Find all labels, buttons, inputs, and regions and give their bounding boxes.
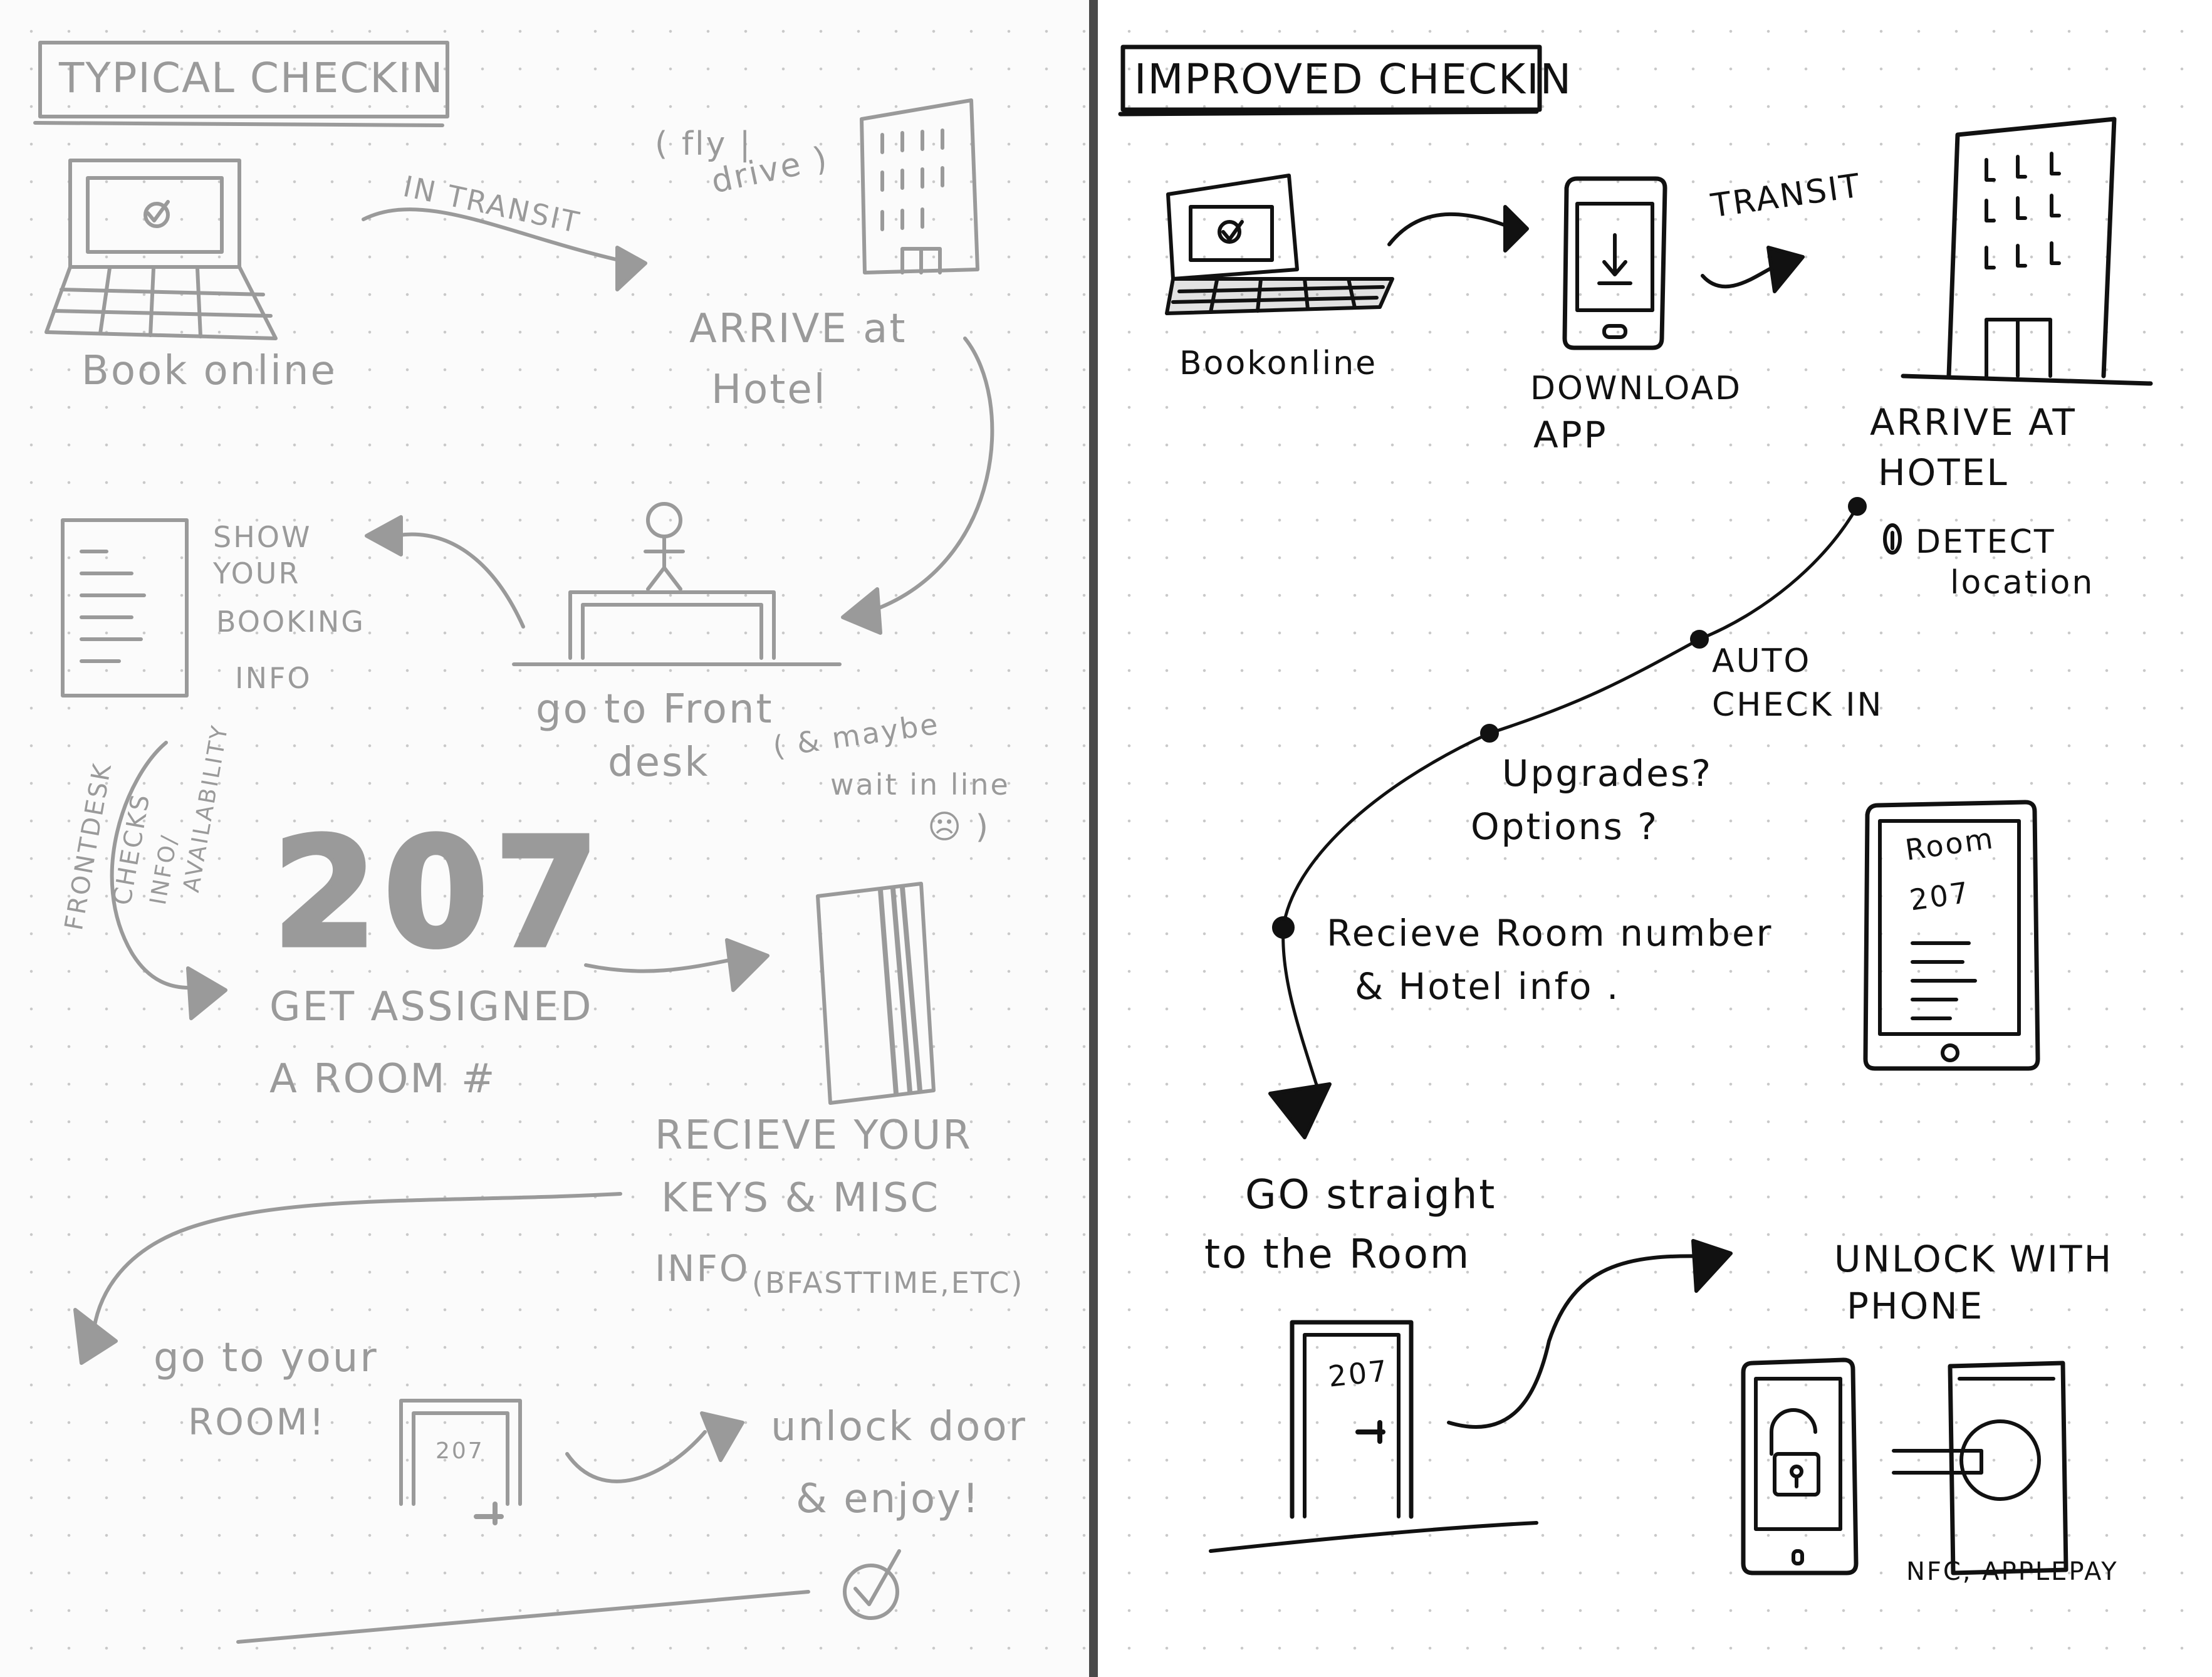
arrive-hotel-label-2: HOTEL xyxy=(1878,451,2009,494)
maybe-wait-label-3: ☹ ) xyxy=(927,808,991,846)
arrive-hotel-label-1: ARRIVE AT xyxy=(1870,401,2077,444)
title-box xyxy=(1118,44,1542,117)
show-booking-label-4: INFO xyxy=(235,661,312,695)
dot-grid xyxy=(0,0,1089,1677)
go-straight-label-2: to the Room xyxy=(1204,1231,1471,1278)
door-to-unlock-arrow xyxy=(565,1411,744,1483)
download-app-label-1: DOWNLOAD xyxy=(1530,370,1743,407)
ground-line xyxy=(236,1590,810,1644)
key-booklet-icon xyxy=(816,882,936,1105)
phone-download-icon xyxy=(1562,176,1667,350)
receive-keys-label-2: KEYS & MISC xyxy=(661,1175,941,1221)
nfc-applepay-label: NFC, APPLEPAY xyxy=(1906,1557,2119,1586)
front-desk-icon xyxy=(512,502,842,666)
auto-checkin-label-1: AUTO xyxy=(1712,642,1812,680)
fly-drive-label-1: ( fly | xyxy=(655,125,753,163)
go-room-label-2: ROOM! xyxy=(188,1401,326,1443)
receive-keys-label-1: RECIEVE YOUR xyxy=(655,1112,973,1159)
receive-room-label-1: Recieve Room number xyxy=(1327,912,1773,954)
typical-checkin-sketch xyxy=(33,41,994,1644)
maybe-wait-label-2: wait in line xyxy=(830,768,1010,802)
page-title: IMPROVED CHECKIN xyxy=(1134,55,1573,103)
typical-checkin-page: TYPICAL CHECKIN Book online IN TRANSIT (… xyxy=(0,0,1089,1677)
door-lock-icon xyxy=(1892,1361,2069,1575)
book-online-label: Book online xyxy=(81,348,337,394)
go-room-label-1: go to your xyxy=(154,1335,378,1381)
receive-room-label-2: & Hotel info . xyxy=(1355,965,1620,1008)
keys-to-room-arrow xyxy=(73,1192,622,1365)
show-booking-label-1: SHOW xyxy=(213,520,312,554)
detect-location-label-2: location xyxy=(1950,564,2095,602)
room-to-keys-arrow xyxy=(584,938,770,992)
front-desk-label-1: go to Front xyxy=(536,686,774,733)
tablet-room-icon xyxy=(1863,800,2040,1071)
hotel-building-icon xyxy=(1901,117,2153,386)
front-desk-label-2: desk xyxy=(608,739,710,786)
unlock-phone-label-2: PHONE xyxy=(1847,1285,1985,1327)
hotel-building-icon xyxy=(860,98,979,274)
check-circle-icon xyxy=(843,1549,901,1620)
arrive-to-desk-arrow xyxy=(841,337,994,635)
door-number-label: 207 xyxy=(436,1438,484,1464)
door-icon xyxy=(1209,1320,1538,1553)
receive-keys-label-3: INFO xyxy=(655,1247,750,1290)
notebook-spine xyxy=(1089,0,1098,1677)
show-booking-label-3: BOOKING xyxy=(216,605,365,639)
improved-checkin-page: IMPROVED CHECKIN Bookonline DOWNLOAD APP… xyxy=(1098,0,2212,1677)
go-straight-label-1: GO straight xyxy=(1245,1172,1497,1218)
room-number-large: 207 xyxy=(271,803,605,983)
improved-checkin-sketch xyxy=(1118,44,2153,1575)
booking-document-icon xyxy=(61,518,189,697)
frontdesk-checks-arrow xyxy=(110,741,227,1020)
auto-checkin-label-2: CHECK IN xyxy=(1712,686,1884,724)
laptop-to-phone-arrow xyxy=(1387,205,1529,253)
unlock-enjoy-label-2: & enjoy! xyxy=(796,1476,981,1522)
location-pin-icon xyxy=(1883,523,1902,555)
page-title: TYPICAL CHECKIN xyxy=(59,54,444,102)
laptop-icon xyxy=(1165,174,1394,315)
download-app-label-2: APP xyxy=(1533,414,1608,456)
assigned-room-label-2: A ROOM # xyxy=(269,1056,497,1102)
desk-to-booking-arrow xyxy=(365,515,525,629)
show-booking-label-2: YOUR xyxy=(213,556,301,590)
door-number-label: 207 xyxy=(1327,1353,1390,1394)
title-box xyxy=(33,41,449,127)
door-icon xyxy=(399,1399,522,1525)
detect-location-label-1: DETECT xyxy=(1916,523,2056,561)
arrive-hotel-label-2: Hotel xyxy=(711,367,827,413)
flow-path xyxy=(1268,497,1867,1139)
arrive-hotel-label-1: ARRIVE at xyxy=(689,306,907,352)
transit-arrow xyxy=(1701,246,1805,293)
phone-unlock-icon xyxy=(1741,1357,1859,1575)
assigned-room-label-1: GET ASSIGNED xyxy=(269,984,593,1030)
unlock-enjoy-label-1: unlock door xyxy=(771,1404,1027,1450)
receive-keys-note: (BFASTTIME,ETC) xyxy=(752,1266,1025,1300)
unlock-phone-label-1: UNLOCK WITH xyxy=(1834,1238,2114,1280)
laptop-icon xyxy=(44,159,278,340)
upgrades-label-2: Options ? xyxy=(1471,805,1659,848)
in-transit-arrow xyxy=(362,207,647,291)
book-online-label: Bookonline xyxy=(1179,345,1378,382)
door-to-unlock-arrow xyxy=(1447,1239,1733,1429)
upgrades-label-1: Upgrades? xyxy=(1502,752,1713,795)
